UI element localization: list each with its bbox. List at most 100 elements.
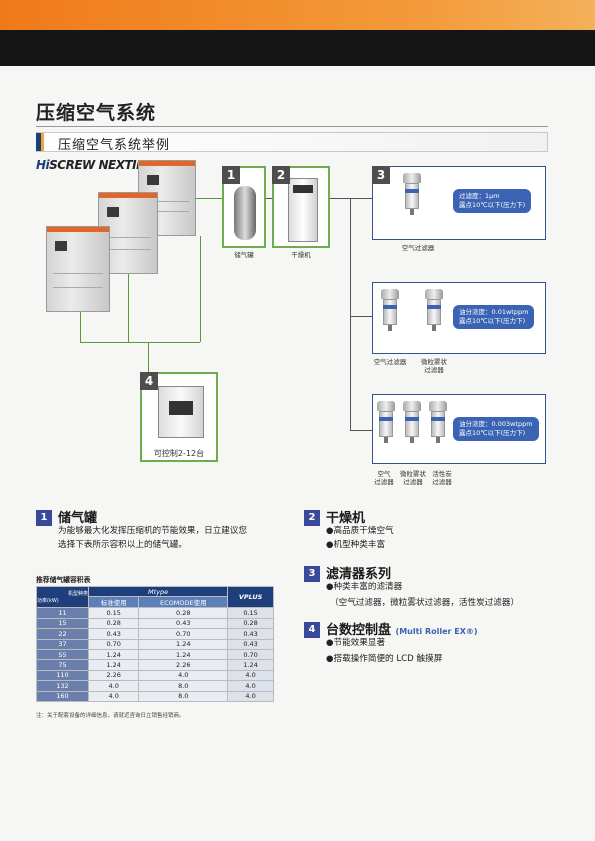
capacity-cell: 2.26 (87, 669, 140, 682)
sec1-line: 为能够最大化发挥压缩机的节能效果，日立建议您 (58, 526, 248, 536)
capacity-cell: 0.70 (227, 648, 274, 661)
table-corner: 机型种类功率(kW) (36, 585, 89, 609)
power-cell: 160 (36, 690, 89, 702)
connector-line (200, 236, 201, 342)
filter-group-2: 油分浓度：0.01wtppm 露点10℃以下(压力下) (372, 282, 546, 354)
section-number: 2 (304, 510, 320, 526)
item-number: 1 (222, 166, 240, 184)
filter-caption: 微粒雾状 过滤器 (421, 358, 447, 374)
sub-header: ECOMODE使用 (138, 596, 229, 609)
power-cell: 110 (36, 669, 89, 682)
m-type-header: Mtype (87, 585, 229, 598)
sec1-title: 储气罐 (58, 511, 98, 526)
connector-line (128, 274, 129, 342)
sec2-title: 干燥机 (326, 511, 366, 526)
pipe-line (330, 198, 372, 199)
section-title: 压缩空气系统举例 (58, 138, 171, 153)
capacity-cell: 1.24 (87, 648, 140, 661)
filter-icon (377, 401, 395, 443)
capacity-cell: 0.28 (138, 607, 229, 619)
filter-caption: 空气过滤器 (373, 358, 407, 366)
pipe-line (350, 430, 372, 431)
power-cell: 15 (36, 617, 89, 630)
table-note: 注：关于配套设备的详细信息，请就近咨询日立销售经销商。 (36, 713, 185, 719)
capacity-cell: 0.43 (227, 628, 274, 640)
power-cell: 22 (36, 628, 89, 640)
dryer-caption: 干燥机 (291, 251, 311, 259)
capacity-cell: 0.43 (87, 628, 140, 640)
controller-image (158, 386, 204, 438)
pipe-line (350, 198, 351, 430)
filter-icon (403, 401, 421, 443)
sec4-title: 台数控制盘 (Multi Roller EX®) (326, 623, 478, 638)
capacity-cell: 4.0 (87, 690, 140, 702)
capacity-cell: 2.26 (138, 659, 229, 671)
title-divider (36, 126, 548, 127)
item-number: 4 (140, 372, 158, 390)
capacity-cell: 1.24 (227, 659, 274, 671)
v-plus-header: VPLUS (227, 585, 274, 609)
brand-logo: HiSCREW NEXTII (36, 158, 141, 172)
power-cell: 75 (36, 659, 89, 671)
sec3-title: 滤清器系列 (326, 567, 392, 582)
section-number: 4 (304, 622, 320, 638)
dryer-image (288, 178, 318, 242)
capacity-cell: 1.24 (138, 638, 229, 650)
compressor-unit-front (46, 226, 110, 312)
filter-caption: 微粒雾状过滤器 (400, 470, 426, 486)
capacity-cell: 0.70 (87, 638, 140, 650)
capacity-cell: 4.0 (227, 669, 274, 682)
capacity-cell: 4.0 (227, 690, 274, 702)
sec2-bullet: ●机型种类丰富 (326, 540, 386, 550)
controller-caption: 可控制2-12台 (153, 449, 205, 458)
capacity-cell: 0.15 (227, 607, 274, 619)
capacity-cell: 4.0 (138, 669, 229, 682)
table-title: 推荐储气罐容积表 (36, 576, 91, 584)
spec-box-3: 油分浓度：0.003wtppm 露点10℃以下(压力下) (453, 417, 539, 441)
connector-line (196, 198, 222, 199)
sec2-bullet: ●高品质干燥空气 (326, 526, 394, 536)
power-cell: 132 (36, 680, 89, 692)
capacity-cell: 0.28 (87, 617, 140, 630)
item-number: 3 (372, 166, 390, 184)
capacity-cell: 8.0 (138, 680, 229, 692)
power-cell: 37 (36, 638, 89, 650)
sec4-bullet: ●搭载操作简便的 LCD 触摸屏 (326, 654, 443, 664)
spec-box-2: 油分浓度：0.01wtppm 露点10℃以下(压力下) (453, 305, 535, 329)
filter-icon (381, 289, 399, 331)
filter-group-1: 过滤度：1μm 露点10℃以下(压力下) (372, 166, 546, 240)
capacity-cell: 4.0 (87, 680, 140, 692)
capacity-cell: 0.43 (227, 638, 274, 650)
capacity-cell: 1.24 (138, 648, 229, 661)
sub-header: 标准使用 (87, 596, 140, 609)
power-cell: 55 (36, 648, 89, 661)
page-title: 压缩空气系统 (36, 102, 157, 124)
connector-line (80, 342, 200, 343)
top-orange-bar (0, 0, 595, 30)
capacity-cell: 1.24 (87, 659, 140, 671)
capacity-cell: 0.28 (227, 617, 274, 630)
tank-capacity-table: 机型种类功率(kW) Mtype VPLUS 标准使用 ECOMODE使用 11… (36, 585, 274, 702)
filter-caption: 空气过滤器 (401, 244, 435, 252)
filter-group-3: 油分浓度：0.003wtppm 露点10℃以下(压力下) (372, 394, 546, 464)
connector-line (80, 312, 81, 342)
tank-panel (222, 166, 266, 248)
capacity-cell: 4.0 (227, 680, 274, 692)
section-number: 1 (36, 510, 52, 526)
section-number: 3 (304, 566, 320, 582)
pipe-line (266, 198, 272, 199)
spec-box-1: 过滤度：1μm 露点10℃以下(压力下) (453, 189, 532, 213)
sec1-line: 选择下表所示容积以上的储气罐。 (58, 540, 187, 550)
item-number: 2 (272, 166, 290, 184)
pipe-line (350, 316, 372, 317)
filter-caption: 空气过滤器 (374, 470, 394, 486)
